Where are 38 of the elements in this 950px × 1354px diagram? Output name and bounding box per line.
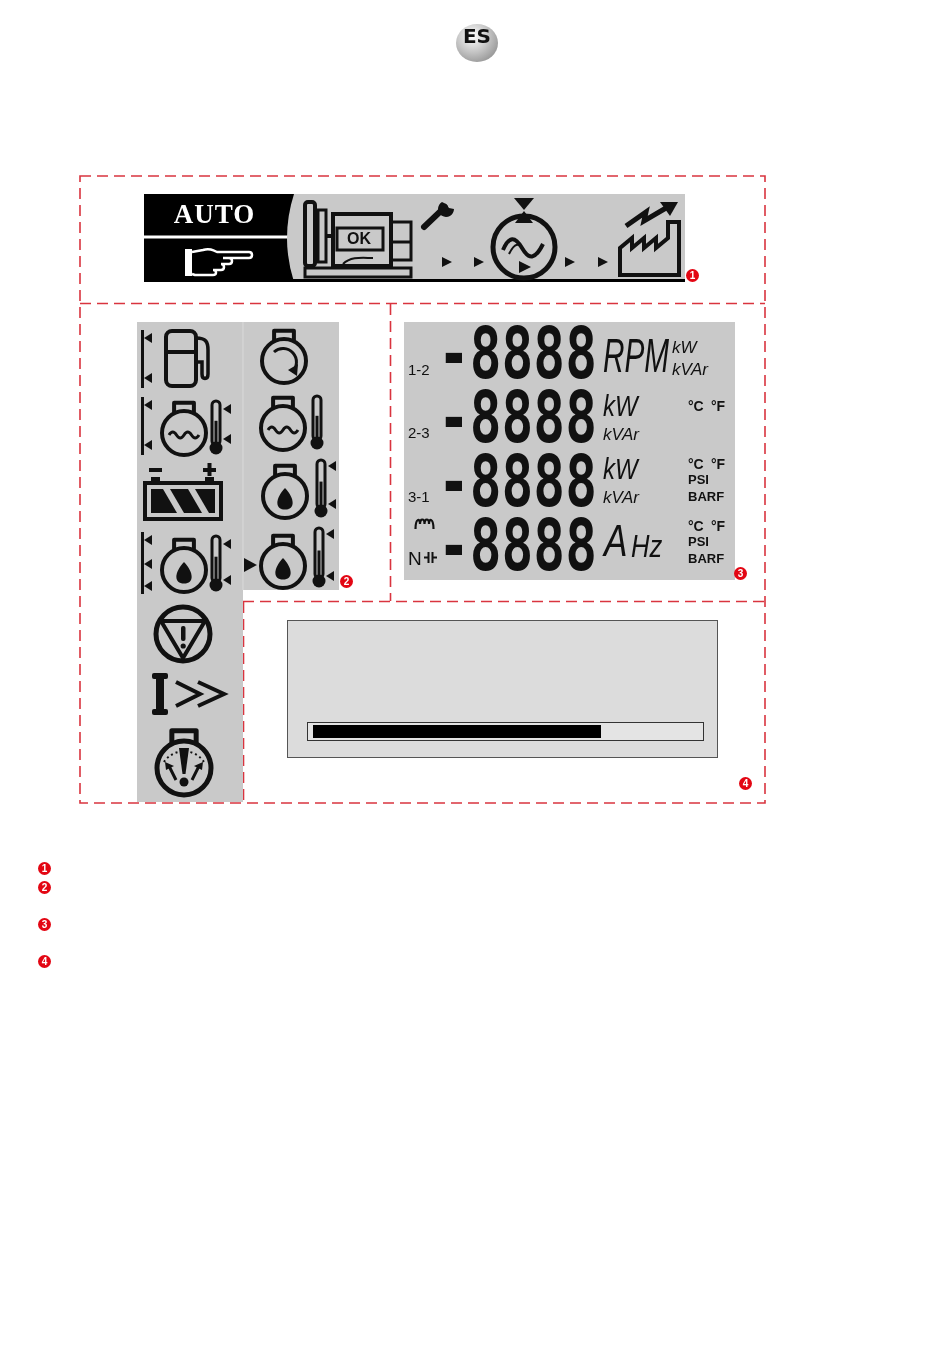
phase-label: N	[408, 548, 422, 570]
unit-label: °F	[711, 456, 726, 472]
phase-label: 3-1	[408, 488, 430, 505]
unit-label: kVAr	[603, 488, 639, 508]
unit-label: BARF	[688, 551, 725, 566]
digit-readout: -8888	[438, 516, 597, 574]
unit-label: RPM	[603, 337, 670, 376]
unit-label: kW	[603, 456, 638, 482]
phase-label: 1-2	[408, 361, 430, 378]
unit-label: °F	[711, 518, 726, 534]
unit-label: kVAr	[603, 425, 639, 445]
unit-label: °F	[711, 398, 726, 414]
unit-label: A	[604, 522, 628, 560]
callout-number: 1	[686, 269, 699, 282]
unit-label: kW	[603, 393, 638, 419]
language-badge: ES	[456, 24, 498, 62]
unit-label: kW	[672, 338, 697, 358]
digit-readout: -8888	[438, 452, 597, 510]
unit-label: °C	[688, 398, 704, 414]
unit-label: Hz	[631, 533, 663, 561]
status-label: OK	[346, 230, 372, 248]
digit-readout: -8888	[438, 388, 597, 446]
callout-number: 3	[734, 567, 747, 580]
phase-label: 2-3	[408, 424, 430, 441]
callout-number: 3	[38, 918, 51, 931]
unit-label: PSI	[688, 534, 709, 549]
callout-number: 4	[739, 777, 752, 790]
unit-label: kVAr	[672, 360, 708, 380]
digit-readout: -8888	[438, 324, 597, 382]
callout-number: 2	[38, 881, 51, 894]
unit-label: BARF	[688, 489, 725, 504]
unit-label: °C	[688, 518, 704, 534]
mode-label: AUTO	[172, 199, 257, 230]
callout-number: 2	[340, 575, 353, 588]
callout-number: 4	[38, 955, 51, 968]
callout-number: 1	[38, 862, 51, 875]
unit-label: °C	[688, 456, 704, 472]
unit-label: PSI	[688, 472, 709, 487]
